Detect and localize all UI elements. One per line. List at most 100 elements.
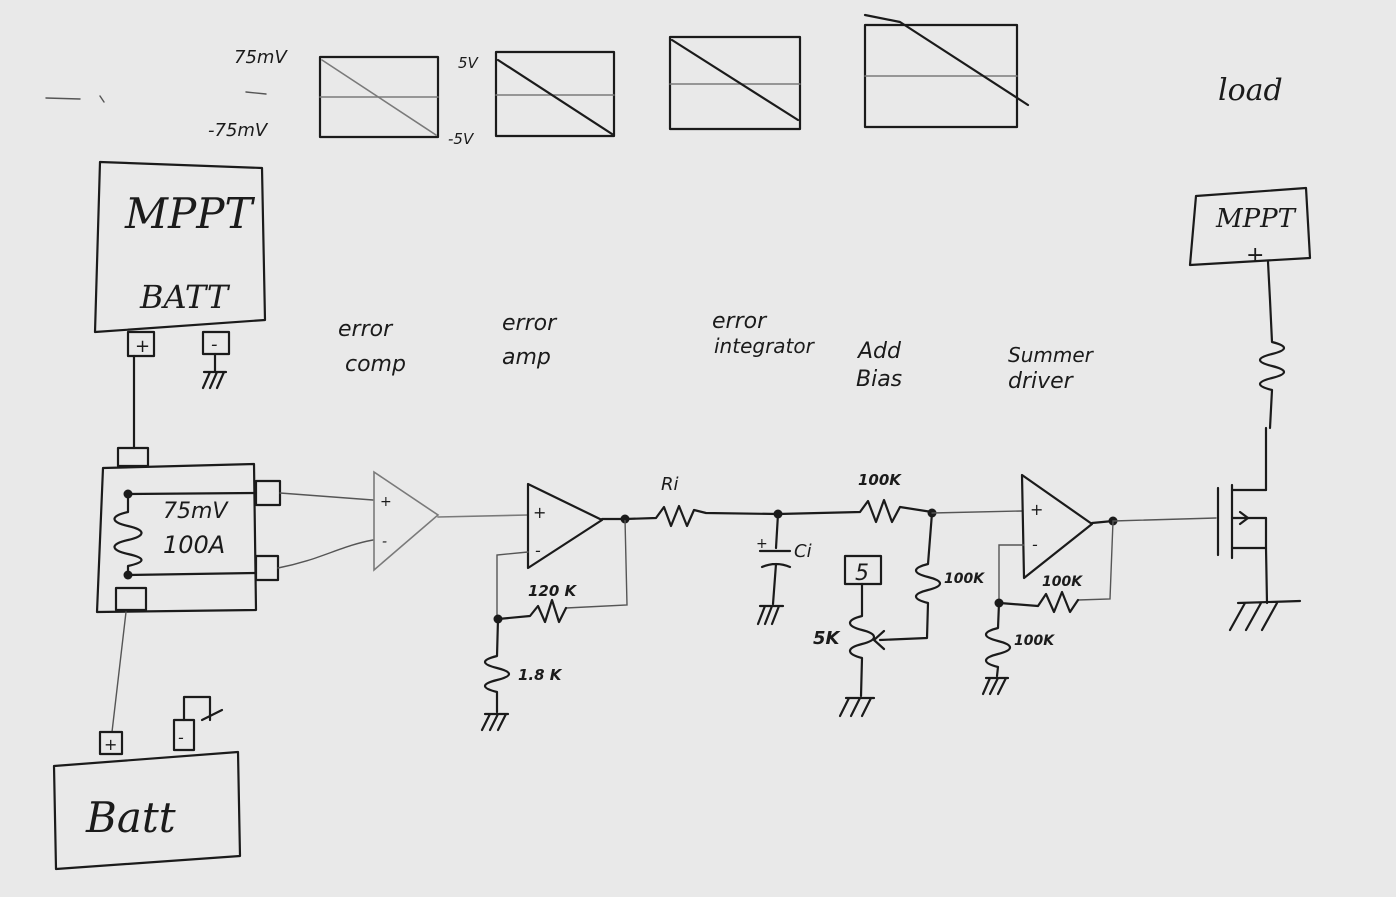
label-100k-feedback: 100K (1042, 574, 1083, 590)
summer-feedback-wire (1077, 520, 1114, 601)
graph-1-trace (321, 59, 437, 136)
summer-opamp-triangle (1020, 473, 1094, 580)
resistor-100k-top (776, 498, 934, 524)
mppt-batt-box: MPPT BATT + - (93, 160, 267, 390)
summer-ground-symbol (981, 676, 1010, 696)
comparator-minus: - (382, 534, 387, 550)
stage-label-summer-2: driver (1008, 369, 1075, 394)
stage-label-error-amp-1: error (502, 311, 558, 336)
label-ci: Ci (794, 541, 812, 562)
wire-bias-to-summer (931, 510, 1023, 514)
mppt-right-box (1188, 186, 1312, 267)
wire-shunt-to-battery (111, 611, 127, 733)
battery-minus-sign: - (178, 728, 184, 747)
pot-wiper-arrow (872, 629, 886, 651)
shunt-rating-voltage: 75mV (163, 499, 229, 524)
error-amp-feedback-wire (565, 518, 628, 609)
battery-plus-sign: + (104, 735, 117, 754)
capacitor-ci-bottom-plate (760, 562, 792, 606)
error-integrator: Ri + Ci error integrator (623, 309, 816, 626)
summer-plus: + (1030, 500, 1043, 519)
shunt-bottom-terminal (114, 586, 148, 612)
battery-ground-symbol (182, 695, 224, 722)
shunt-sense-line-top (126, 491, 258, 496)
graph-4-trace (863, 13, 1030, 107)
error-amp-triangle (526, 482, 604, 570)
graph-2-bottom-label: -5V (448, 130, 475, 148)
wire-to-gate (1112, 517, 1217, 522)
bias-ground-symbol (838, 696, 876, 718)
resistor-100k-ground (984, 601, 1012, 678)
mppt-batt-batt-label: BATT (139, 278, 231, 316)
add-bias-stage: 100K 100K 5 5K Add Bias (776, 339, 985, 718)
resistor-120k (496, 598, 568, 624)
summer-minus: - (1032, 535, 1038, 554)
summer-inverting-wire (998, 544, 1025, 604)
label-100k-top: 100K (858, 471, 902, 489)
shunt-sense-line-bottom (126, 571, 258, 577)
integrator-ground-symbol (756, 604, 785, 626)
label-100k-right: 100K (944, 571, 985, 587)
battery-minus-terminal (172, 718, 196, 752)
stage-label-error-comp-1: error (338, 317, 394, 342)
stage-label-error-amp-2: amp (502, 345, 551, 370)
error-amp-inverting-wire (496, 551, 529, 620)
battery-plus-terminal (98, 730, 124, 756)
wire-shunt-to-comp-plus (279, 492, 374, 501)
battery-label: Batt (85, 793, 176, 842)
capacitor-plus: + (756, 536, 768, 552)
wire-comp-to-amp (437, 514, 529, 518)
summer-driver-stage: + - 100K 100K Summer driver (931, 343, 1118, 696)
shunt-resistor: 75mV 100A (95, 354, 282, 614)
stage-label-error-comp-2: comp (345, 352, 406, 377)
stray-pencil-marks (45, 91, 267, 103)
bias-voltage-label: 5 (855, 561, 869, 586)
label-120k: 120 K (528, 582, 578, 600)
error-amp-minus: - (535, 541, 541, 560)
graph-1-top-label: 75mV (234, 47, 288, 68)
graph-3-trace (670, 38, 800, 122)
graph-2-trace (496, 58, 614, 136)
mosfet-load-stage: MPPT + (1112, 186, 1312, 632)
graph-2-frame (494, 50, 616, 138)
graph-1-bottom-label: -75mV (208, 120, 269, 141)
signal-graph-4 (863, 13, 1030, 129)
signal-graph-3 (668, 35, 802, 131)
load-resistor (1258, 260, 1286, 492)
load-label: load (1218, 73, 1283, 108)
label-ri: Ri (661, 474, 679, 495)
mppt-batt-plus-terminal (126, 330, 156, 358)
stage-label-integrator-1: error (712, 309, 768, 334)
mosfet-terminals (1230, 488, 1268, 550)
capacitor-ci-top-plate (758, 512, 792, 553)
shunt-rating-current: 100A (163, 531, 225, 559)
mosfet-ground-symbol (1228, 599, 1302, 632)
graph-2-top-label: 5V (458, 54, 480, 72)
shunt-top-terminal (116, 446, 150, 468)
stage-label-integrator-2: integrator (714, 334, 816, 358)
mppt-batt-title: MPPT (124, 189, 256, 238)
shunt-sense-terminal-top (254, 479, 282, 507)
mppt-right-plus: + (1246, 243, 1264, 268)
error-amplifier: + - 120 K 1.8 K error amp (437, 311, 630, 732)
signal-graph-2: 5V -5V (448, 50, 616, 148)
shunt-body (95, 462, 258, 614)
mppt-batt-plus-sign: + (135, 336, 150, 357)
resistor-ri (623, 504, 780, 528)
shunt-sense-terminal-bottom (254, 554, 280, 582)
graph-3-frame (668, 35, 802, 131)
mosfet-source-wire (1264, 516, 1269, 605)
potentiometer-5k (848, 582, 876, 698)
mppt-right-label: MPPT (1215, 204, 1297, 234)
label-5k: 5K (813, 628, 842, 649)
signal-graph-1: 75mV -75mV (208, 47, 440, 141)
stage-label-summer-1: Summer (1008, 343, 1095, 367)
battery: + - Batt (52, 611, 242, 871)
error-amp-ground-symbol (480, 712, 510, 732)
error-amp-plus: + (533, 503, 546, 522)
shunt-element (113, 492, 143, 577)
comparator-triangle (373, 470, 440, 572)
mppt-batt-ground-symbol (201, 352, 228, 390)
resistor-100k-right (878, 511, 942, 642)
